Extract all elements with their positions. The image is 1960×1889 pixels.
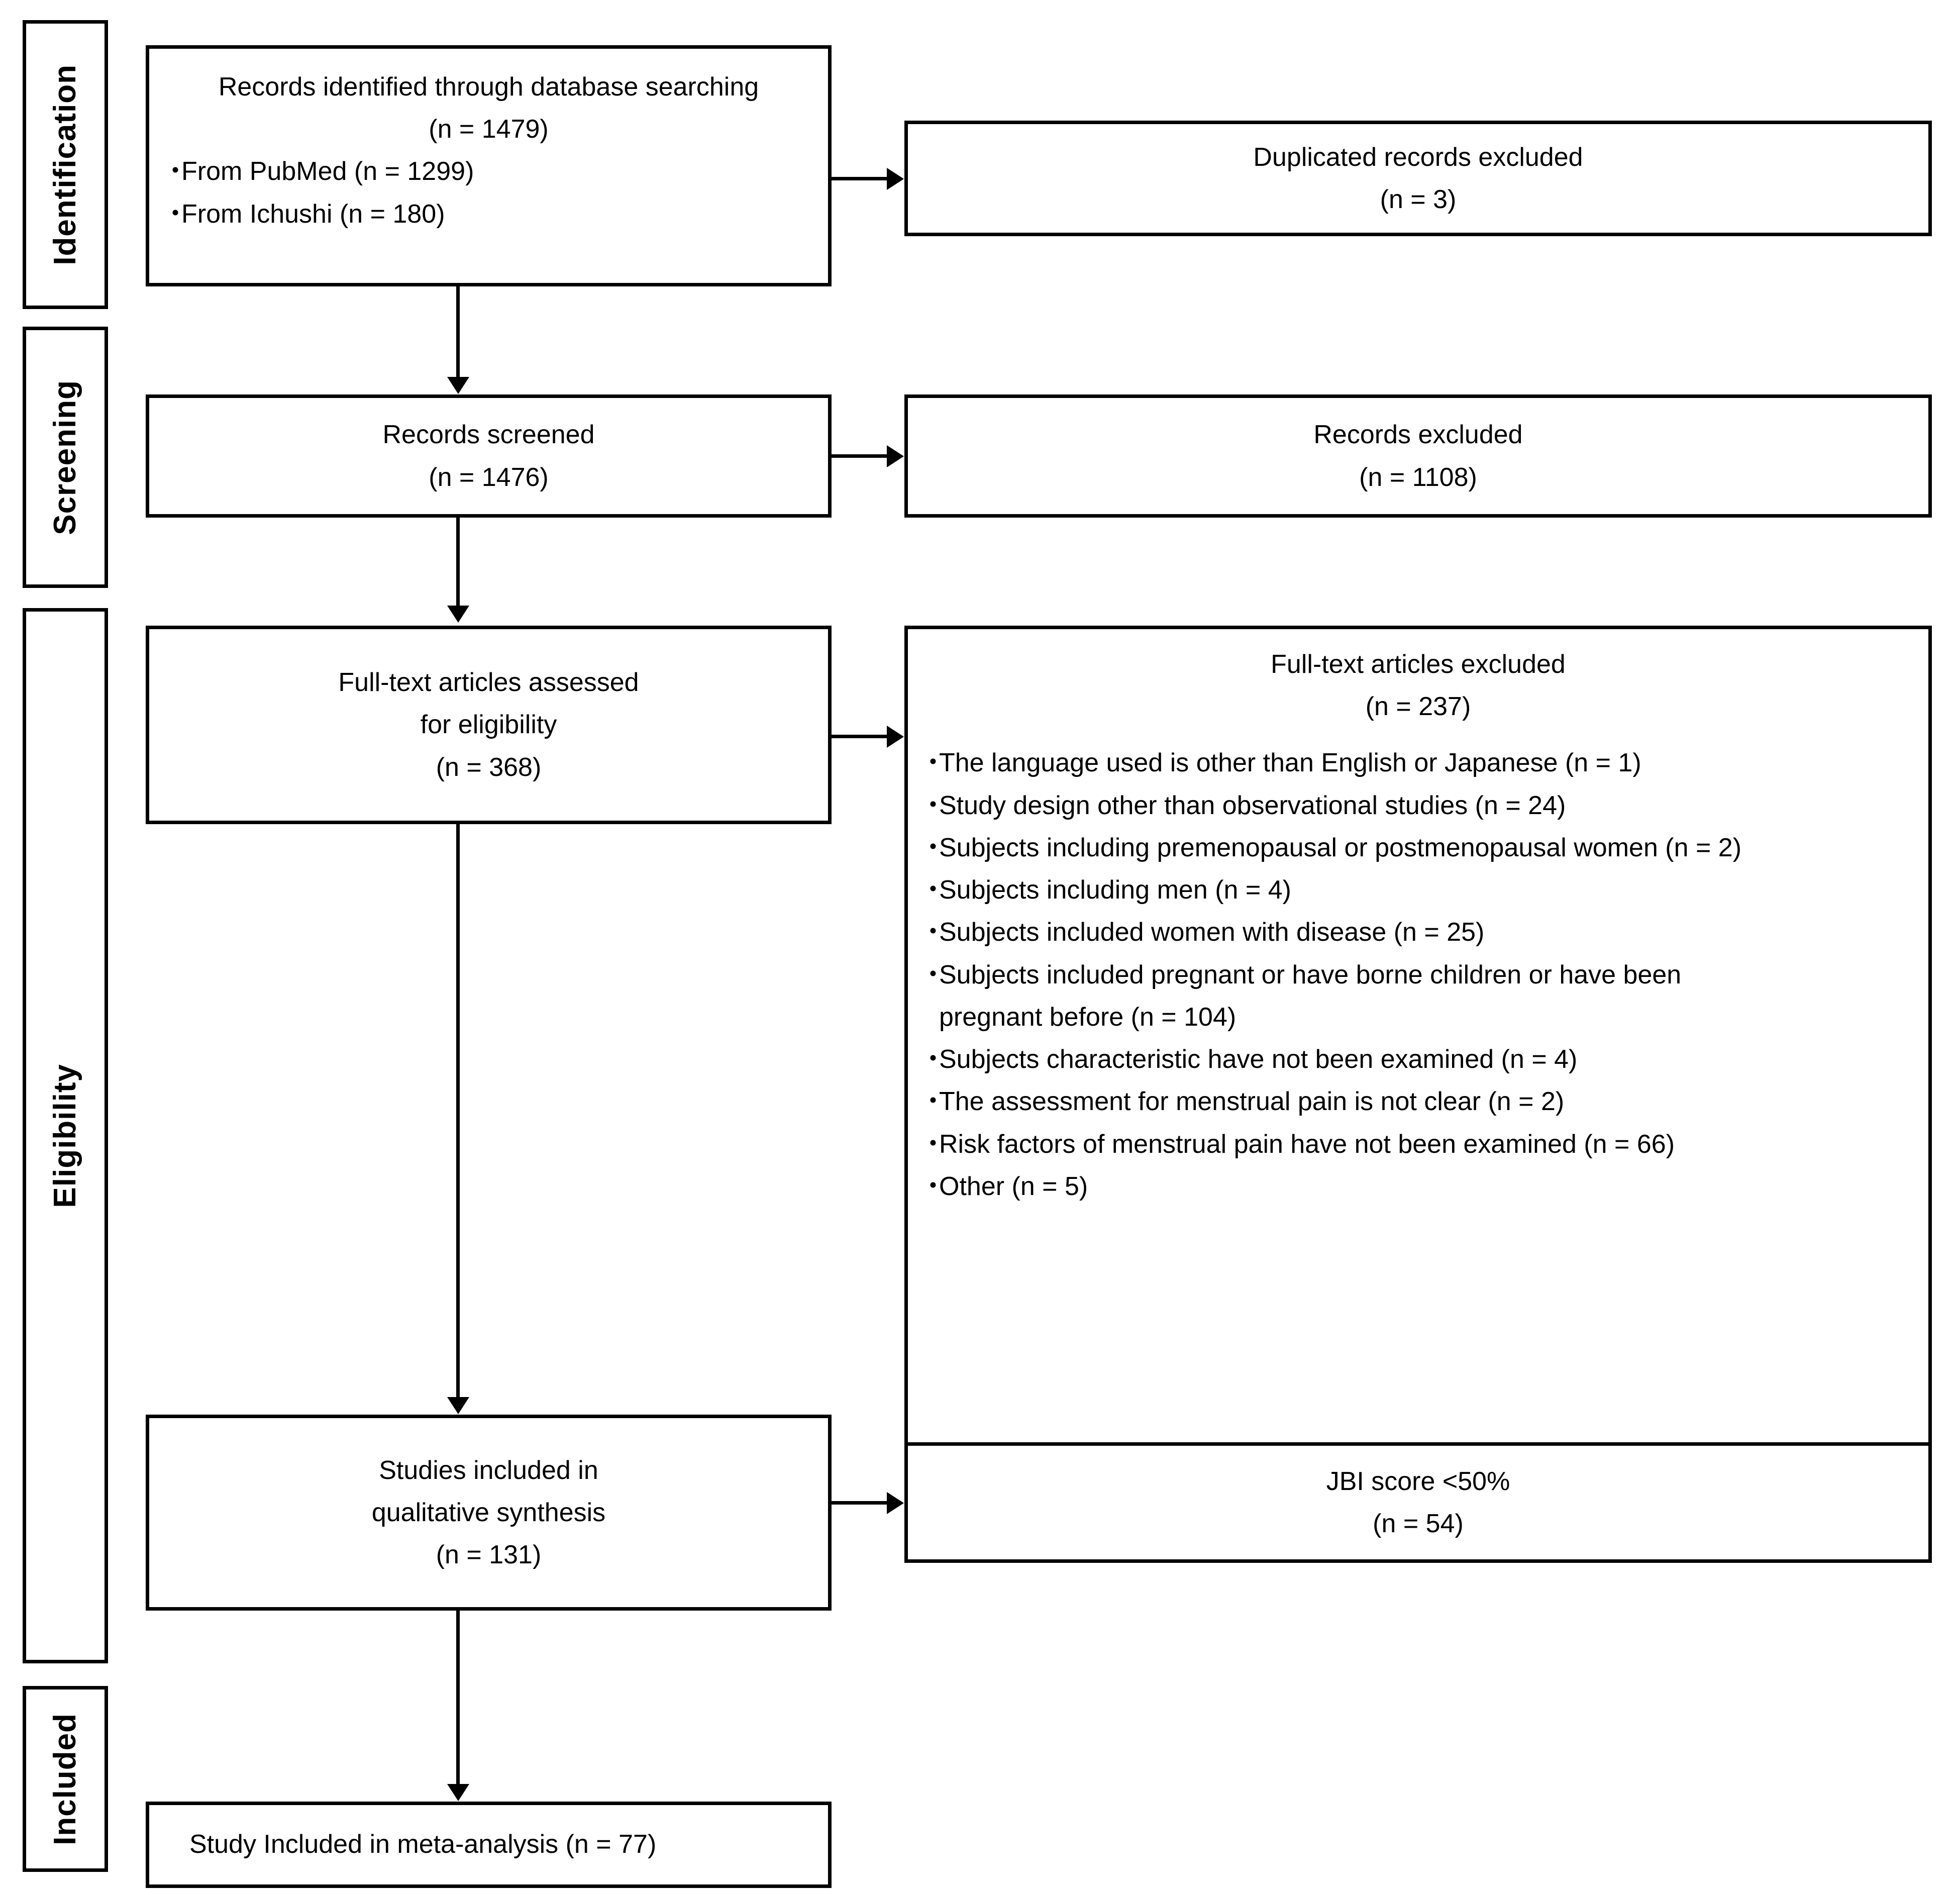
qualitative-title-line2: qualitative synthesis <box>371 1498 606 1527</box>
node-records-screened: Records screened (n = 1476) <box>146 394 832 518</box>
stage-label-included: Included <box>48 1713 82 1845</box>
stage-box-screening: Screening <box>23 327 108 588</box>
list-item: ・ Subjects included women with disease (… <box>920 911 1916 953</box>
list-item: ・ From PubMed (n = 1299) <box>162 150 815 192</box>
reason-label: Subjects including men (n = 4) <box>939 875 1291 905</box>
list-item: ・ The language used is other than Englis… <box>920 742 1916 784</box>
arrowhead-identified-to-screened <box>447 377 469 394</box>
fulltext-excluded-count: (n = 237) <box>1365 692 1471 722</box>
stage-box-identification: Identification <box>23 20 108 309</box>
stage-label-screening: Screening <box>48 379 82 535</box>
records-excluded-title: Records excluded <box>1313 420 1523 450</box>
list-item: ・ Risk factors of menstrual pain have no… <box>920 1123 1916 1165</box>
bullet-dot-icon: ・ <box>920 960 947 989</box>
records-identified-count: (n = 1479) <box>429 115 549 144</box>
node-meta-analysis: Study Included in meta-analysis (n = 77) <box>146 1802 832 1888</box>
meta-analysis-title: Study Included in meta-analysis (n = 77) <box>189 1830 657 1859</box>
source-label: From Ichushi (n = 180) <box>181 199 445 229</box>
list-item: ・ Study design other than observational … <box>920 784 1916 827</box>
node-fulltext-excluded: Full-text articles excluded (n = 237) ・ … <box>904 626 1932 1560</box>
bullet-dot-icon: ・ <box>920 790 947 820</box>
fulltext-excluded-reasons: ・ The language used is other than Englis… <box>920 742 1916 1208</box>
list-item: ・ Subjects characteristic have not been … <box>920 1038 1916 1080</box>
stage-box-eligibility: Eligibility <box>23 608 108 1663</box>
reason-label: Other (n = 5) <box>939 1171 1088 1201</box>
records-screened-count: (n = 1476) <box>429 462 549 492</box>
reason-label: The assessment for menstrual pain is not… <box>939 1087 1565 1117</box>
list-item: ・ Other (n = 5) <box>920 1165 1916 1208</box>
arrowhead-qualitative-to-meta-analysis <box>447 1784 469 1801</box>
fulltext-excluded-title: Full-text articles excluded <box>1271 650 1566 679</box>
jbi-excluded-title: JBI score <50% <box>1326 1466 1510 1496</box>
records-screened-title: Records screened <box>382 420 595 450</box>
records-identified-title: Records identified through database sear… <box>218 72 759 102</box>
fulltext-assessed-count: (n = 368) <box>436 752 542 782</box>
reason-label: Subjects including premenopausal or post… <box>939 833 1742 862</box>
reason-label: The language used is other than English … <box>939 748 1641 778</box>
bullet-dot-icon: ・ <box>162 199 189 229</box>
connector-screened-to-fulltext <box>456 518 460 606</box>
qualitative-count: (n = 131) <box>436 1540 542 1570</box>
source-label: From PubMed (n = 1299) <box>181 157 474 186</box>
arrowhead-fulltext-to-fulltext-excluded <box>887 726 904 748</box>
connector-identified-to-duplicates <box>832 177 887 180</box>
bullet-dot-icon: ・ <box>920 1171 947 1201</box>
stage-label-eligibility: Eligibility <box>48 1063 82 1208</box>
list-item: ・ Subjects including premenopausal or po… <box>920 827 1916 869</box>
bullet-dot-icon: ・ <box>920 918 947 947</box>
arrowhead-screened-to-records-excluded <box>887 445 904 467</box>
connector-screened-to-records-excluded <box>832 454 887 458</box>
connector-fulltext-to-fulltext-excluded <box>832 735 887 738</box>
records-excluded-count: (n = 1108) <box>1359 462 1477 492</box>
list-item: ・ Subjects included pregnant or have bor… <box>920 954 1916 1038</box>
qualitative-title-line1: Studies included in <box>379 1455 598 1485</box>
reason-label: Subjects characteristic have not been ex… <box>939 1045 1578 1074</box>
reason-label: Subjects included women with disease (n … <box>939 918 1485 947</box>
connector-identified-to-screened <box>456 286 460 377</box>
duplicated-excluded-count: (n = 3) <box>1380 185 1457 214</box>
bullet-dot-icon: ・ <box>920 1129 947 1159</box>
fulltext-assessed-title-line2: for eligibility <box>420 710 557 740</box>
list-item: ・ The assessment for menstrual pain is n… <box>920 1080 1916 1123</box>
list-item: ・ From Ichushi (n = 180) <box>162 193 815 235</box>
arrowhead-fulltext-to-qualitative <box>447 1397 469 1414</box>
bullet-dot-icon: ・ <box>920 875 947 905</box>
node-jbi-score-excluded: JBI score <50% (n = 54) <box>904 1442 1932 1563</box>
bullet-dot-icon: ・ <box>920 1045 947 1074</box>
node-records-identified: Records identified through database sear… <box>146 45 832 286</box>
fulltext-assessed-title-line1: Full-text articles assessed <box>338 668 639 698</box>
arrowhead-identified-to-duplicates <box>887 168 904 190</box>
list-item: ・ Subjects including men (n = 4) <box>920 869 1916 911</box>
reason-label: Subjects included pregnant or have borne… <box>939 960 1682 989</box>
bullet-dot-icon: ・ <box>920 833 947 862</box>
arrowhead-screened-to-fulltext <box>447 606 469 623</box>
reason-label: Risk factors of menstrual pain have not … <box>939 1129 1675 1159</box>
node-qualitative-synthesis: Studies included in qualitative synthesi… <box>146 1415 832 1611</box>
duplicated-excluded-title: Duplicated records excluded <box>1253 142 1583 172</box>
connector-qualitative-to-jbi <box>832 1501 887 1505</box>
jbi-excluded-count: (n = 54) <box>1373 1509 1464 1538</box>
reason-label: Study design other than observational st… <box>939 790 1566 820</box>
node-records-excluded: Records excluded (n = 1108) <box>904 394 1932 518</box>
bullet-dot-icon: ・ <box>162 157 189 186</box>
node-fulltext-assessed: Full-text articles assessed for eligibil… <box>146 626 832 824</box>
connector-fulltext-to-qualitative <box>456 824 460 1397</box>
bullet-dot-icon: ・ <box>920 1087 947 1117</box>
stage-box-included: Included <box>23 1686 108 1872</box>
records-identified-sources: ・ From PubMed (n = 1299) ・ From Ichushi … <box>162 150 815 235</box>
arrowhead-qualitative-to-jbi <box>887 1492 904 1514</box>
stage-label-identification: Identification <box>48 64 82 265</box>
connector-qualitative-to-meta-analysis <box>456 1611 460 1784</box>
node-duplicated-records-excluded: Duplicated records excluded (n = 3) <box>904 121 1932 236</box>
reason-label-continuation: pregnant before (n = 104) <box>939 1002 1236 1032</box>
bullet-dot-icon: ・ <box>920 748 947 778</box>
